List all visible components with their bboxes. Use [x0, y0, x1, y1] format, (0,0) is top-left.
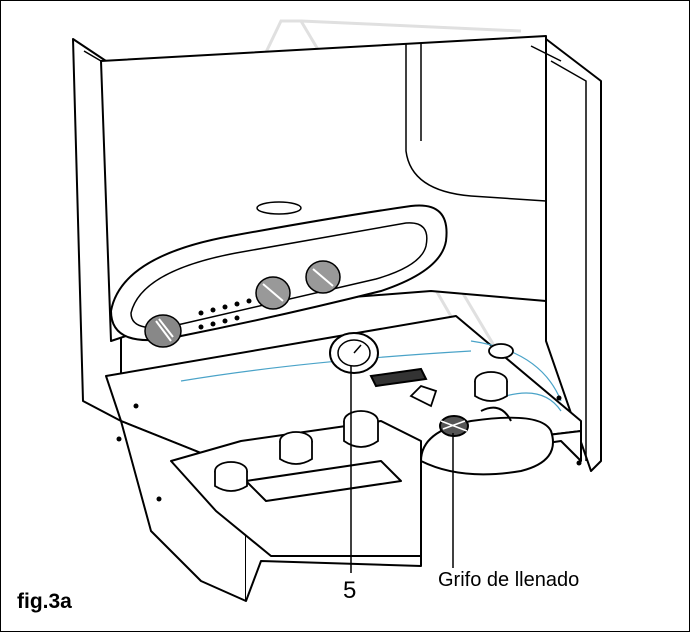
control-knobs	[144, 260, 341, 348]
indicator-lights	[198, 298, 252, 330]
mounting-screws	[116, 395, 582, 502]
callout-filling-tap-label: Grifo de llenado	[438, 569, 580, 591]
pipe-fittings	[214, 343, 514, 492]
control-panel	[109, 204, 448, 342]
pressure-gauge	[329, 332, 428, 388]
figure-label: fig.3a	[17, 590, 72, 613]
filling-tap	[419, 406, 554, 476]
callout-5-label: 5	[343, 577, 357, 604]
leader-lines	[350, 366, 454, 573]
casing-details	[83, 43, 587, 461]
